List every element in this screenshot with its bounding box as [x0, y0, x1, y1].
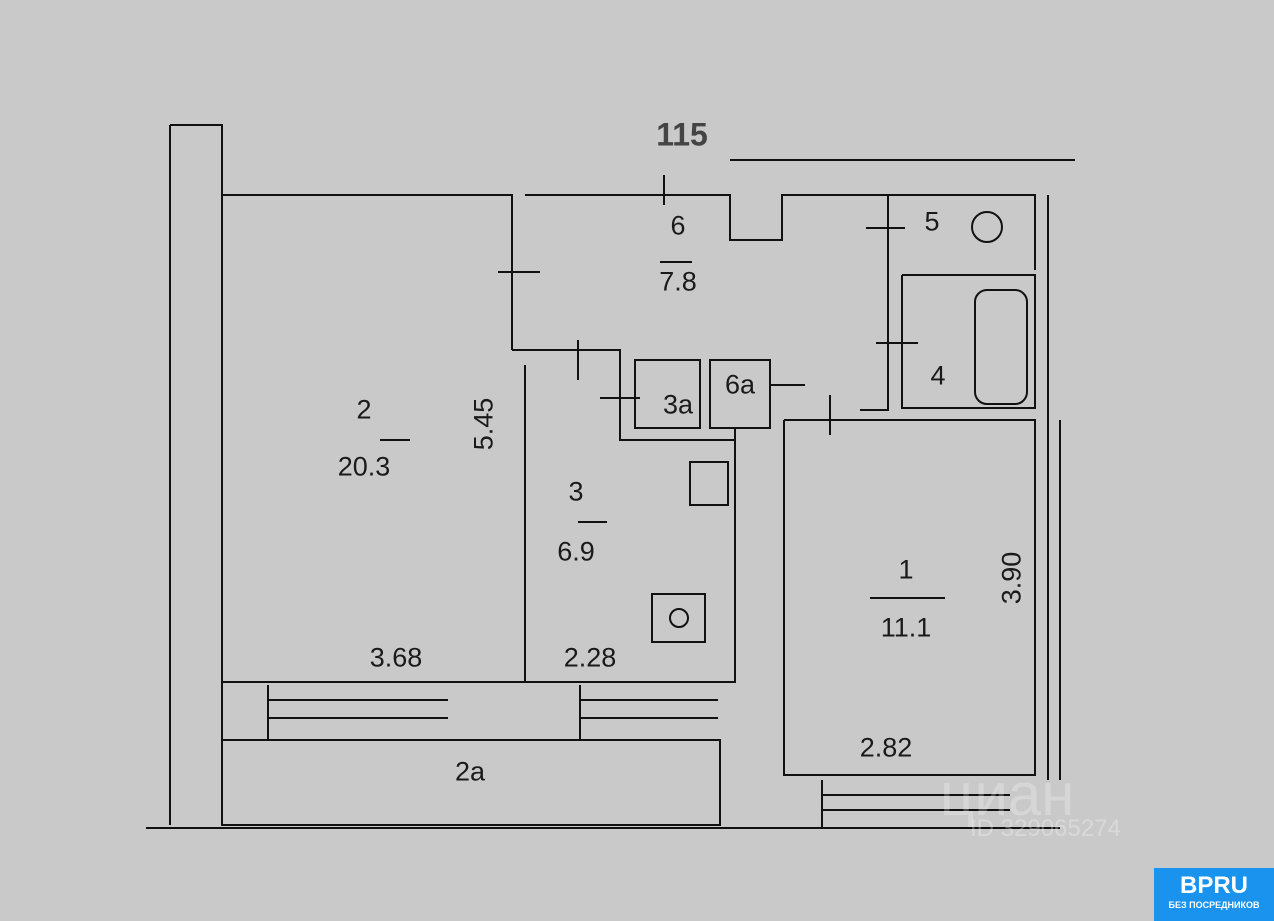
room-2-area: 20.3: [337, 451, 391, 482]
room-6-number: 6: [670, 210, 686, 241]
room-3-area: 6.9: [557, 536, 595, 567]
dimension-2-82: 2.82: [859, 732, 913, 763]
room-1-area: 11.1: [880, 612, 932, 643]
room-2a-label: 2а: [454, 756, 486, 787]
room-3-number: 3: [568, 476, 584, 507]
room-1-number: 1: [898, 554, 914, 585]
room-4-label: 4: [930, 360, 946, 391]
watermark-brand: циан: [940, 761, 1075, 828]
dimension-3-90: 3.90: [996, 551, 1027, 605]
dimension-5-45: 5.45: [468, 397, 499, 451]
badge-subtitle: БЕЗ ПОСРЕДНИКОВ: [1168, 900, 1260, 910]
badge-title: BPRU: [1179, 872, 1248, 899]
room-5-label: 5: [924, 206, 940, 237]
room-3a-label: 3а: [662, 389, 694, 420]
dimension-2-28: 2.28: [563, 642, 617, 673]
watermark-id: ID 329065274: [970, 815, 1121, 842]
room-2-number: 2: [356, 394, 372, 425]
building-number: 115: [656, 116, 708, 153]
bpru-badge[interactable]: BPRU БЕЗ ПОСРЕДНИКОВ: [1154, 868, 1274, 921]
room-6a-label: 6а: [724, 369, 756, 400]
dimension-3-68: 3.68: [369, 642, 423, 673]
room-6-area: 7.8: [659, 266, 697, 297]
